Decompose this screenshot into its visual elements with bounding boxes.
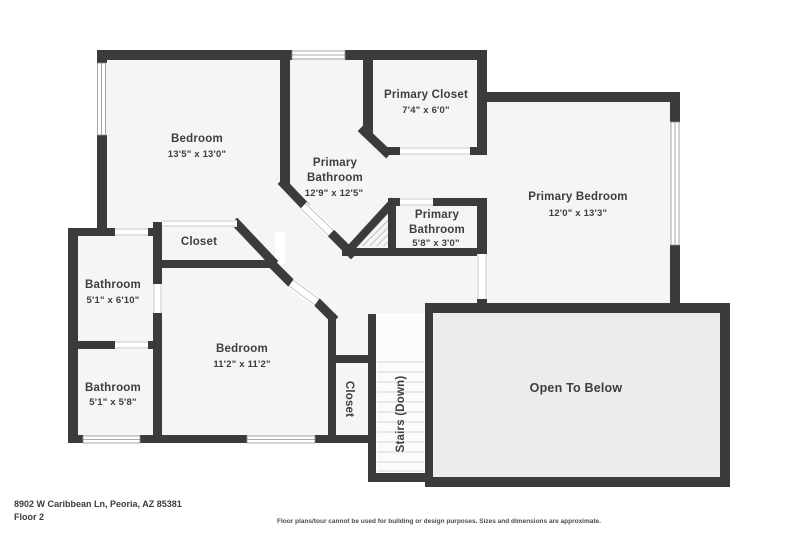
room-labels: Bedroom 13'5" x 13'0" Primary Closet 7'4… xyxy=(85,89,628,452)
room-label-bathroom-lower: Bathroom xyxy=(85,382,141,394)
diagonal-walls xyxy=(230,124,398,324)
room-dims-primary-bedroom: 12'0" x 13'3" xyxy=(549,208,607,219)
open-to-below-floor xyxy=(433,313,720,477)
stairs-floor xyxy=(376,313,425,481)
floor-label: Floor 2 xyxy=(14,512,45,522)
disclaimer-text: Floor plans/tour cannot be used for buil… xyxy=(277,518,601,525)
room-label-closet-stairs: Closet xyxy=(343,381,355,417)
door-openings xyxy=(115,147,487,349)
room-dims-bedroom-2: 11'2" x 11'2" xyxy=(213,359,270,370)
room-label-closet-upper: Closet xyxy=(181,236,217,248)
room-label-open-to-below: Open To Below xyxy=(530,381,623,395)
room-label-bedroom-1: Bedroom xyxy=(171,133,223,145)
room-dims-primary-closet: 7'4" x 6'0" xyxy=(402,105,449,116)
room-label-bathroom-upper: Bathroom xyxy=(85,279,141,291)
property-address: 8902 W Caribbean Ln, Peoria, AZ 85381 xyxy=(14,499,182,509)
room-label-primary-bathroom-small-line1: Primary xyxy=(415,209,460,221)
room-label-primary-bedroom: Primary Bedroom xyxy=(528,191,628,203)
room-dims-bedroom-1: 13'5" x 13'0" xyxy=(168,149,226,160)
room-dims-bathroom-lower: 5'1" x 5'8" xyxy=(89,397,136,408)
room-label-primary-closet: Primary Closet xyxy=(384,89,468,101)
stair-treads xyxy=(377,361,424,472)
walls xyxy=(68,50,730,487)
windows xyxy=(82,50,680,444)
room-label-stairs-down: Stairs (Down) xyxy=(395,376,407,453)
room-dims-primary-bathroom: 12'9" x 12'5" xyxy=(305,188,363,199)
room-label-primary-bathroom-line2: Bathroom xyxy=(307,172,363,184)
room-dims-bathroom-upper: 5'1" x 6'10" xyxy=(87,295,140,306)
room-label-primary-bathroom-line1: Primary xyxy=(313,157,358,169)
room-label-bedroom-2: Bedroom xyxy=(216,343,268,355)
room-dims-primary-bathroom-small: 5'8" x 3'0" xyxy=(412,238,459,249)
room-label-primary-bathroom-small-line2: Bathroom xyxy=(409,224,465,236)
